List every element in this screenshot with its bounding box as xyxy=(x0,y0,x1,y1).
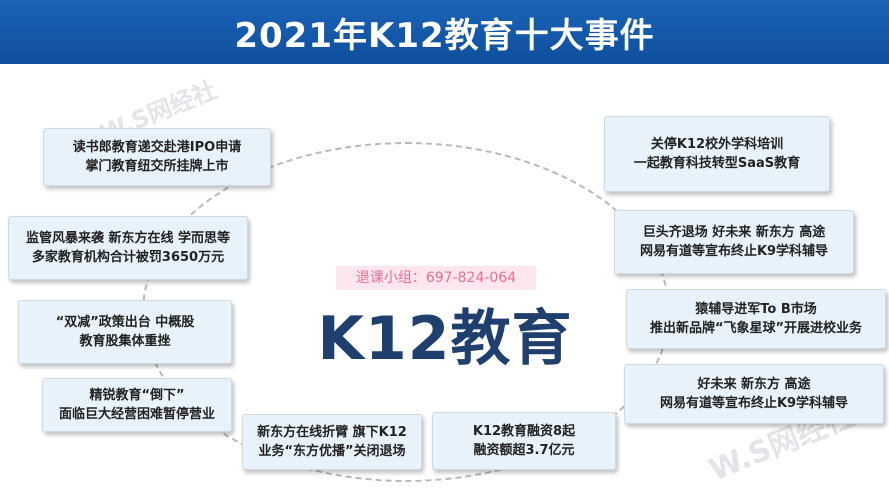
center-title: K12教育 xyxy=(317,304,573,374)
event-line-1: 新东方在线折臂 旗下K12 xyxy=(257,425,407,440)
event-node-1: 读书郎教育递交赴港IPO申请 掌门教育纽交所挂牌上市 xyxy=(43,128,271,186)
diagram-canvas: 退课小组：697-824-064 K12教育 读书郎教育递交赴港IPO申请 掌门… xyxy=(0,64,889,489)
event-line-2: 面临巨大经营困难暂停营业 xyxy=(58,407,215,422)
event-line-1: K12教育融资8起 xyxy=(472,424,576,439)
event-line-1: 关停K12校外学科培训 xyxy=(650,137,784,152)
event-line-2: 一起教育科技转型SaaS教育 xyxy=(633,156,801,171)
contact-label: 退课小组：697-824-064 xyxy=(336,266,536,290)
event-line-1: 巨头齐退场 好未来 新东方 高途 xyxy=(642,225,826,240)
event-line-2: 教育股集体重挫 xyxy=(79,334,171,349)
event-line-2: 推出新品牌“飞象星球”开展进校业务 xyxy=(649,321,863,336)
event-line-1: 精锐教育“倒下” xyxy=(89,388,185,403)
event-node-5: 新东方在线折臂 旗下K12 业务“东方优播”关闭退场 xyxy=(242,414,422,470)
event-node-7: 好未来 新东方 高途 网易有道等宣布终止K9学科辅导 xyxy=(624,364,884,424)
event-line-1: 猿辅导进军To B市场 xyxy=(695,302,817,317)
event-line-2: 多家教育机构合计被罚3650万元 xyxy=(31,250,225,265)
event-line-2: 业务“东方优播”关闭退场 xyxy=(258,444,406,459)
event-line-1: 监管风暴来袭 新东方在线 学而思等 xyxy=(25,231,231,246)
event-line-2: 网易有道等宣布终止K9学科辅导 xyxy=(639,244,829,259)
event-line-2: 掌门教育纽交所挂牌上市 xyxy=(85,159,229,174)
event-node-4: 精锐教育“倒下” 面临巨大经营困难暂停营业 xyxy=(42,378,232,432)
event-line-2: 融资额超3.7亿元 xyxy=(473,443,575,458)
event-node-3: “双减”政策出台 中概股 教育股集体重挫 xyxy=(18,300,232,364)
header-banner: 2021年K12教育十大事件 xyxy=(0,0,889,64)
event-line-1: 好未来 新东方 高途 xyxy=(697,377,811,392)
event-node-8: 猿辅导进军To B市场 推出新品牌“飞象星球”开展进校业务 xyxy=(626,289,886,349)
event-line-1: 读书郎教育递交赴港IPO申请 xyxy=(72,140,242,155)
event-line-1: “双减”政策出台 中概股 xyxy=(55,315,195,330)
event-node-10: 关停K12校外学科培训 一起教育科技转型SaaS教育 xyxy=(604,116,830,192)
page-title: 2021年K12教育十大事件 xyxy=(234,15,655,56)
event-line-2: 网易有道等宣布终止K9学科辅导 xyxy=(659,396,849,411)
event-node-9: 巨头齐退场 好未来 新东方 高途 网易有道等宣布终止K9学科辅导 xyxy=(614,210,854,274)
event-node-2: 监管风暴来袭 新东方在线 学而思等 多家教育机构合计被罚3650万元 xyxy=(8,216,248,280)
event-node-6: K12教育融资8起 融资额超3.7亿元 xyxy=(432,412,616,470)
